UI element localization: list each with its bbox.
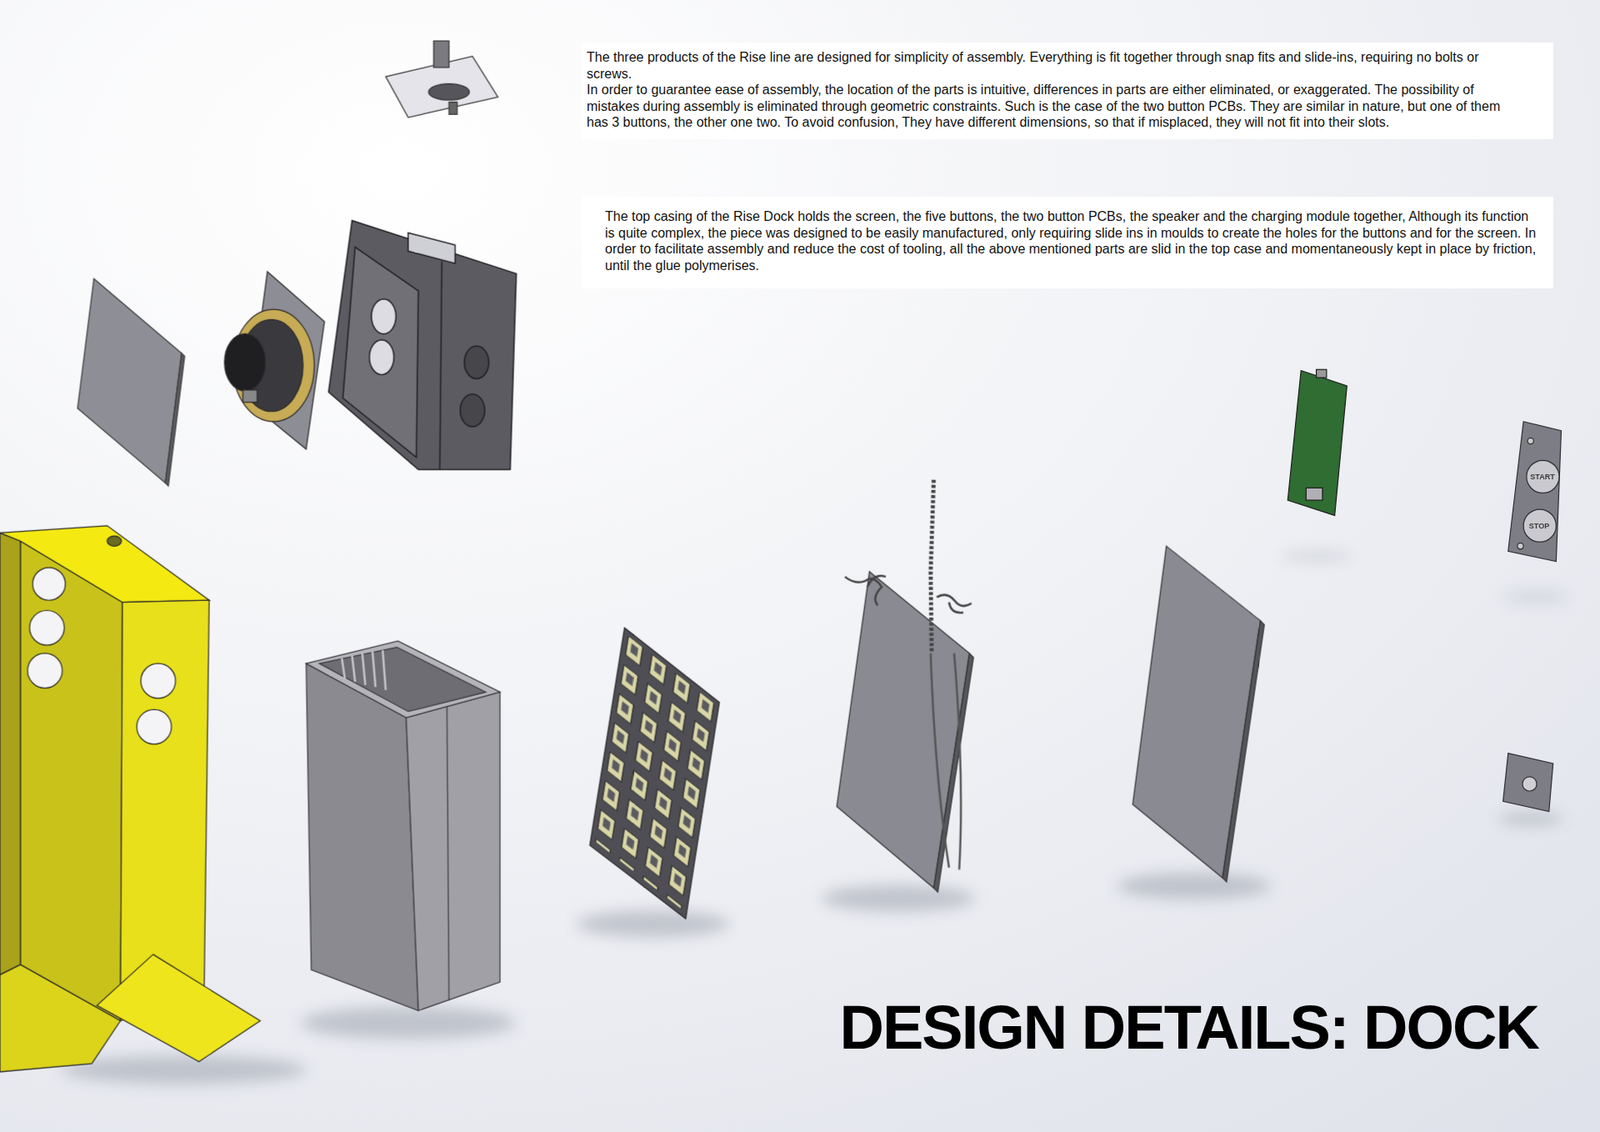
wire [930, 653, 950, 868]
case-body [328, 220, 516, 470]
yellow-bracket [0, 525, 260, 1072]
lower-case [305, 640, 500, 1010]
case-seam [440, 260, 442, 470]
button-hole [369, 340, 394, 375]
paragraph: The top casing of the Rise Dock holds th… [605, 208, 1539, 274]
pcb-board [1287, 370, 1347, 516]
bracket-hole [107, 535, 122, 546]
wire [954, 653, 961, 870]
bracket-hole [30, 610, 65, 645]
shadow [1503, 590, 1569, 604]
button-label: STOP [1529, 521, 1550, 530]
pin [1517, 542, 1524, 549]
page-title: DESIGN DETAILS: DOCK [840, 996, 1539, 1059]
battery-grid [590, 627, 720, 919]
plate-edge [1222, 620, 1265, 882]
wire [845, 575, 886, 605]
top-case [328, 220, 516, 470]
case-ribs [341, 650, 386, 690]
rib [351, 655, 355, 682]
case-rim [305, 640, 500, 718]
shadow [1498, 812, 1564, 825]
shadow [300, 1005, 515, 1039]
bracket-hole [27, 653, 63, 689]
bracket-front-leg [120, 600, 210, 1020]
shadow [1117, 872, 1271, 900]
small-connector [1522, 776, 1537, 791]
button-label: START [1530, 472, 1555, 481]
bracket-hole [32, 567, 65, 600]
pcb-component [1305, 487, 1323, 500]
shadow [821, 885, 975, 912]
charging-module [385, 40, 499, 118]
green-pcb [1287, 369, 1347, 515]
text-panel: The three products of the Rise line are … [581, 42, 1554, 140]
case-opening [408, 232, 455, 264]
text-panel: The top casing of the Rise Dock holds th… [581, 196, 1554, 289]
shadows [60, 550, 1569, 1084]
grid-cells [595, 635, 715, 910]
cover-plate [1132, 545, 1265, 882]
shadow [576, 910, 730, 937]
rib [362, 653, 366, 685]
button [1523, 509, 1556, 542]
rib [372, 650, 376, 687]
battery-panel [836, 480, 974, 893]
bracket-hole [136, 709, 172, 745]
plate-face [1132, 545, 1260, 878]
small-board [1503, 753, 1554, 812]
bracket-hole [140, 663, 176, 699]
button-board [1508, 421, 1562, 562]
button-pcb [1508, 421, 1562, 562]
button-hole [460, 394, 485, 427]
small-pcb [1503, 753, 1554, 812]
case-frame [342, 246, 419, 457]
case-right-face [405, 691, 500, 1010]
wire [936, 595, 972, 613]
bumps [1165, 545, 1260, 621]
pin [1527, 437, 1534, 444]
button-hole [464, 345, 489, 379]
panel-face [836, 571, 970, 889]
speaker-magnet [224, 333, 265, 391]
case-opening [319, 646, 486, 711]
button [1526, 460, 1560, 493]
plate-bumps [1165, 545, 1260, 621]
panel-edge [933, 653, 974, 893]
bracket-edge [0, 532, 20, 975]
bracket-base [0, 964, 120, 1072]
paragraph: The three products of the Rise line are … [586, 49, 1522, 82]
gear [428, 83, 470, 100]
pin [449, 101, 458, 115]
rib [341, 658, 345, 679]
screen-face [77, 278, 182, 483]
paragraph: In order to guarantee ease of assembly, … [586, 81, 1522, 131]
case-seam [446, 705, 449, 1000]
connector [433, 40, 449, 68]
wire [930, 480, 935, 654]
cells [595, 635, 715, 910]
bracket-base [96, 954, 260, 1062]
shadow [1280, 550, 1353, 563]
pcb-connector [1316, 369, 1327, 378]
bracket-top [0, 525, 210, 603]
shadow [60, 1055, 306, 1084]
screen-edge [165, 353, 185, 486]
bracket-back-leg [20, 540, 122, 1021]
grid-frame [590, 627, 720, 919]
speaker-terminal [242, 390, 257, 403]
screen [77, 278, 185, 486]
button-hole [371, 299, 396, 335]
rib [382, 650, 386, 690]
speaker [224, 271, 325, 450]
